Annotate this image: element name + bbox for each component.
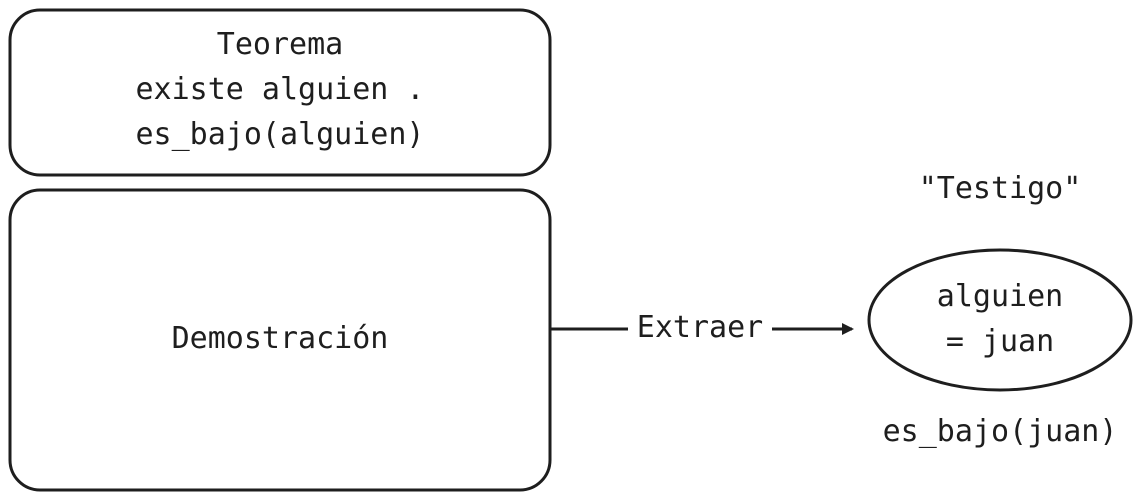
theorem-text: Teorema existe alguien . es_bajo(alguien… <box>10 22 550 157</box>
witness-caption: es_bajo(juan) <box>882 414 1118 449</box>
witness-ellipse <box>867 248 1133 392</box>
witness-title: "Testigo" <box>918 171 1082 206</box>
theorem-box <box>8 8 552 177</box>
witness-text: alguien = juan <box>870 274 1130 364</box>
witness-variable: alguien <box>936 279 1064 314</box>
witness-value: = juan <box>945 324 1055 359</box>
proof-box <box>8 188 552 492</box>
theorem-title: Teorema <box>216 27 344 62</box>
theorem-predicate: es_bajo(alguien) <box>135 117 425 152</box>
proof-label: Demostración <box>171 321 389 356</box>
theorem-statement: existe alguien . <box>135 72 425 107</box>
arrow-label: Extraer <box>636 310 764 345</box>
